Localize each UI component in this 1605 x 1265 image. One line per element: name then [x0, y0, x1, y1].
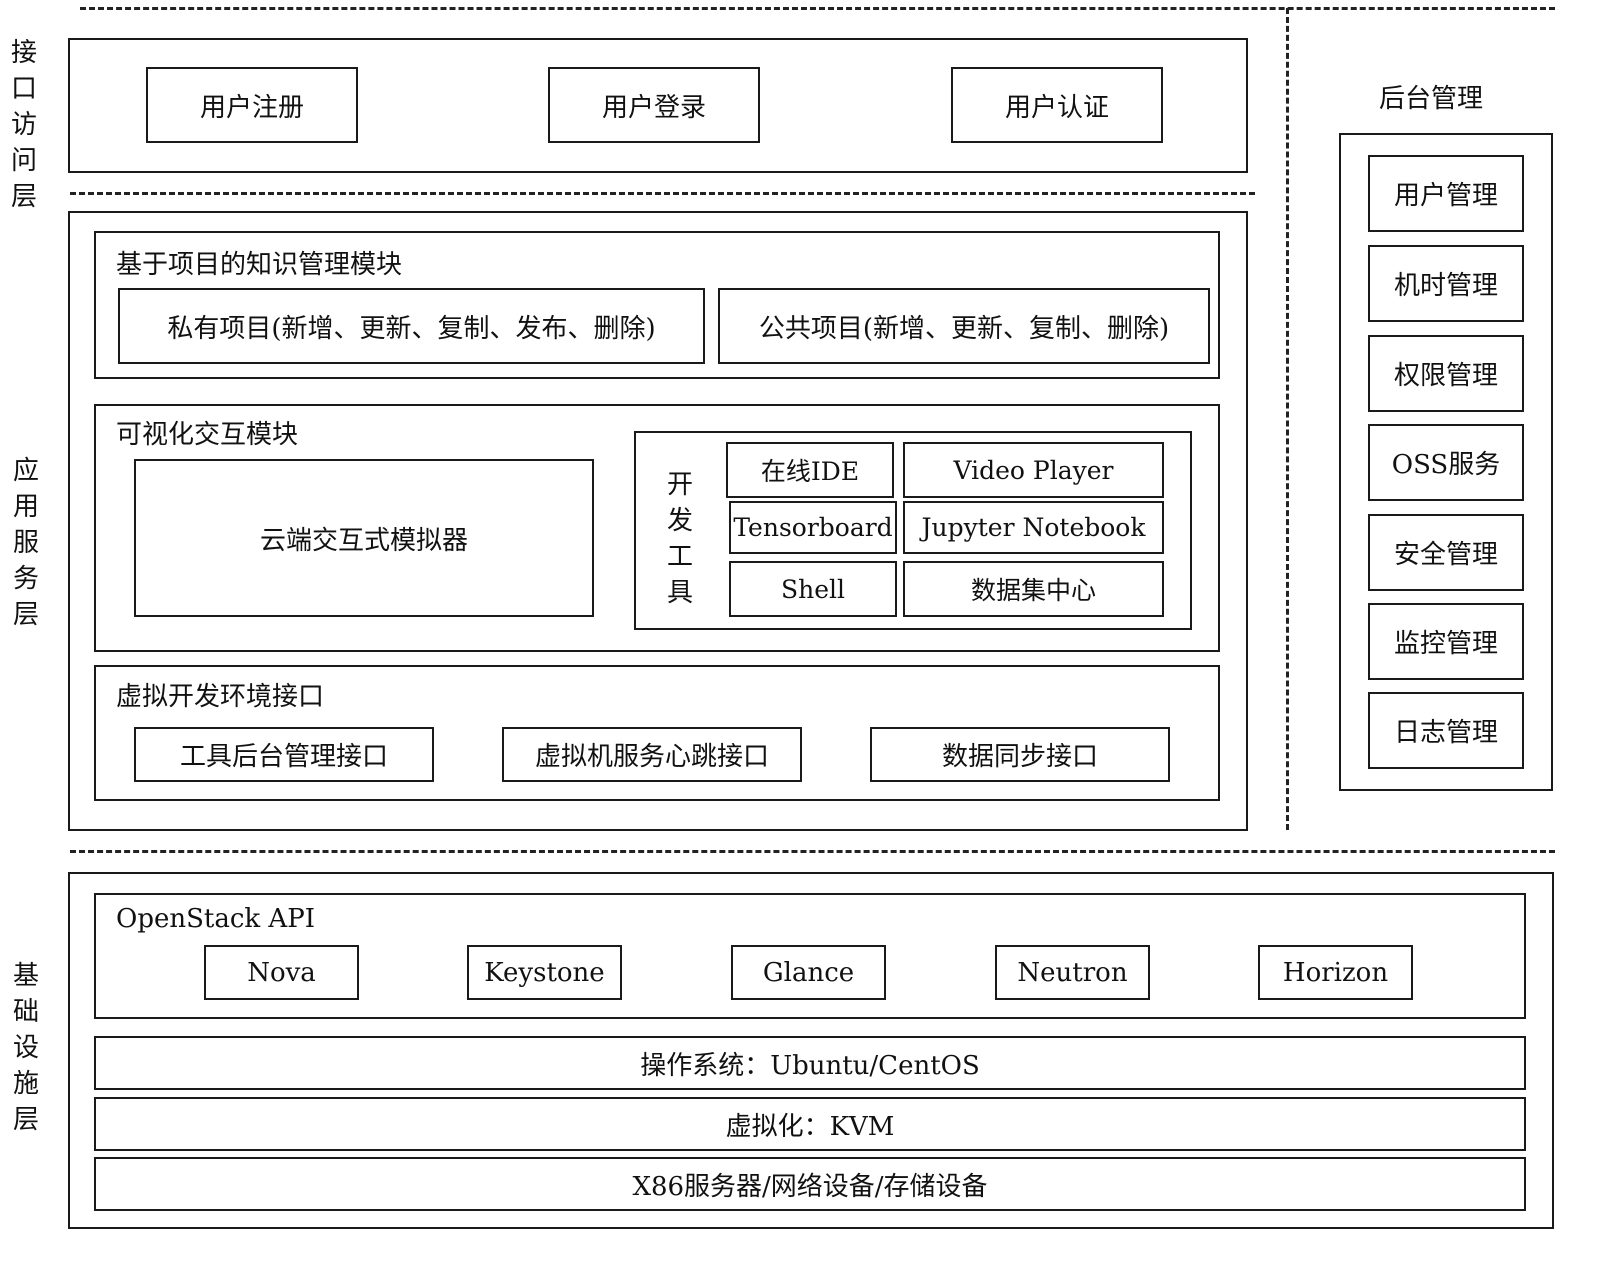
- visual-module-title: 可视化交互模块: [116, 420, 299, 450]
- tool-dataset-center: 数据集中心: [903, 561, 1164, 617]
- service-layer-label: 应用服务层: [12, 456, 39, 630]
- backend-permission-mgmt: 权限管理: [1368, 335, 1524, 412]
- openstack-title: OpenStack API: [116, 904, 315, 934]
- backend-title: 后台管理: [1379, 84, 1484, 114]
- tool-backend-interface: 工具后台管理接口: [134, 727, 434, 782]
- backend-log-mgmt: 日志管理: [1368, 692, 1524, 769]
- user-login-box: 用户登录: [548, 67, 760, 143]
- public-project-box: 公共项目(新增、更新、复制、删除): [718, 288, 1210, 364]
- backend-monitor-mgmt: 监控管理: [1368, 603, 1524, 680]
- tool-shell: Shell: [729, 561, 897, 617]
- tool-video-player: Video Player: [903, 442, 1164, 498]
- virtual-env-title: 虚拟开发环境接口: [116, 682, 325, 712]
- infra-virtualization-row: 虚拟化：KVM: [94, 1097, 1526, 1151]
- private-project-box: 私有项目(新增、更新、复制、发布、删除): [118, 288, 705, 364]
- interface-layer-label: 接口访问层: [10, 38, 37, 212]
- data-sync-interface: 数据同步接口: [870, 727, 1170, 782]
- service-infra-separator: [70, 850, 1555, 853]
- tool-jupyter-notebook: Jupyter Notebook: [903, 501, 1164, 554]
- infra-layer-label: 基础设施层: [12, 961, 39, 1135]
- cloud-simulator-box: 云端交互式模拟器: [134, 459, 594, 617]
- tool-online-ide: 在线IDE: [726, 442, 894, 498]
- vm-heartbeat-interface: 虚拟机服务心跳接口: [502, 727, 802, 782]
- interface-service-separator: [70, 192, 1255, 195]
- backend-separator: [1286, 8, 1289, 830]
- backend-user-mgmt: 用户管理: [1368, 155, 1524, 232]
- infra-hardware-row: X86服务器/网络设备/存储设备: [94, 1157, 1526, 1211]
- top-dashed-line: [80, 7, 1555, 10]
- backend-security-mgmt: 安全管理: [1368, 514, 1524, 591]
- openstack-keystone: Keystone: [467, 945, 622, 1000]
- user-register-box: 用户注册: [146, 67, 358, 143]
- backend-machine-time-mgmt: 机时管理: [1368, 245, 1524, 322]
- devtools-label: 开发工具: [666, 470, 693, 608]
- openstack-glance: Glance: [731, 945, 886, 1000]
- openstack-nova: Nova: [204, 945, 359, 1000]
- openstack-horizon: Horizon: [1258, 945, 1413, 1000]
- user-auth-box: 用户认证: [951, 67, 1163, 143]
- knowledge-module-title: 基于项目的知识管理模块: [116, 250, 403, 280]
- openstack-neutron: Neutron: [995, 945, 1150, 1000]
- tool-tensorboard: Tensorboard: [729, 501, 897, 554]
- infra-os-row: 操作系统：Ubuntu/CentOS: [94, 1036, 1526, 1090]
- backend-oss-service: OSS服务: [1368, 424, 1524, 501]
